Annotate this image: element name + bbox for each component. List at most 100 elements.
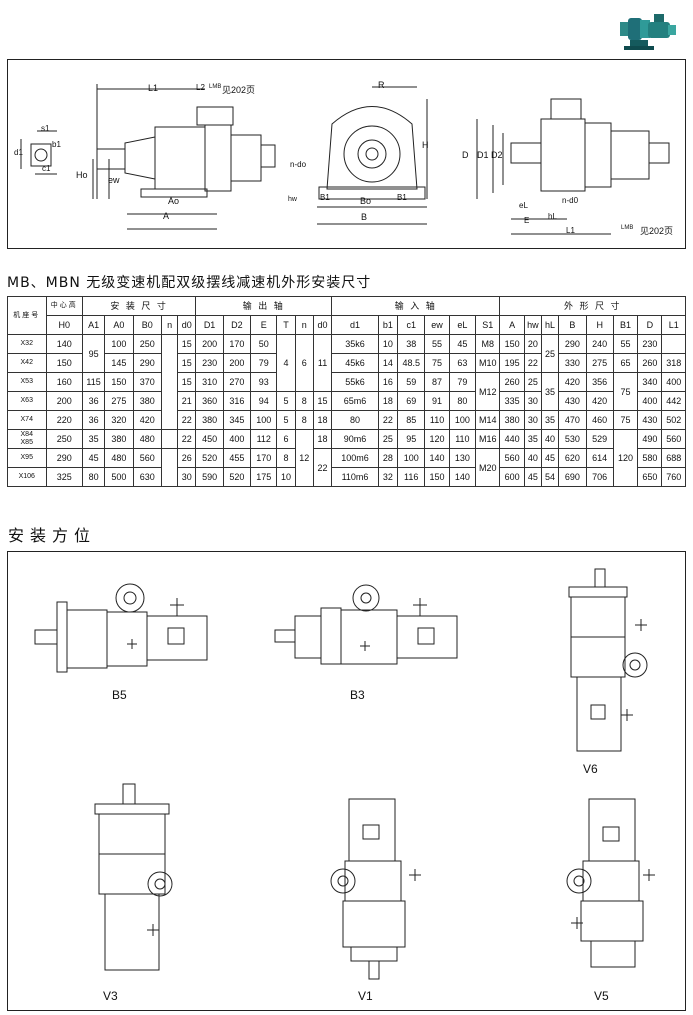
label-h0: Ho (76, 170, 88, 180)
table-row: X74 220 36 320 420 22 380 345 100 5 8 18… (7, 410, 686, 430)
cell: 330 (558, 353, 587, 373)
cell: 590 (195, 467, 224, 487)
cell: 50 (250, 334, 278, 354)
position-label-v3: V3 (103, 989, 118, 1003)
cell: 340 (637, 372, 663, 392)
col-d0: d0 (177, 315, 197, 335)
cell: 25 (540, 334, 560, 373)
cell: 100 (397, 448, 426, 468)
mounting-positions-frame (7, 551, 686, 1011)
dimension-drawings (20, 84, 670, 235)
cell: 35 (81, 429, 106, 449)
cell: 170 (222, 334, 252, 354)
cell: 11 (312, 334, 333, 392)
cell: M16 (475, 429, 501, 449)
cell: 230 (195, 353, 224, 373)
col-b0: B0 (132, 315, 162, 335)
col-h: H (585, 315, 614, 335)
cell: 260 (637, 353, 663, 373)
cell: 560 (499, 448, 525, 468)
col-b1: b1 (377, 315, 399, 335)
cell: 530 (558, 429, 587, 449)
cell: 400 (661, 372, 686, 392)
cell: 35k6 (331, 334, 379, 354)
cell: 55k6 (331, 372, 379, 392)
cell: 275 (585, 353, 614, 373)
label-b0: Bo (360, 196, 372, 206)
cell: 260 (499, 372, 525, 392)
cell: 10 (276, 467, 296, 487)
cell: 614 (585, 448, 614, 468)
col-t: T (276, 315, 296, 335)
cell: 35 (523, 429, 542, 449)
cell: 18 (377, 391, 399, 411)
cell: 10 (377, 334, 399, 354)
cell: 40 (540, 429, 560, 449)
cell: 55 (424, 334, 450, 354)
header-center-height: 中心高 (45, 296, 83, 316)
cell: 45 (540, 448, 560, 468)
cell: 400 (637, 391, 663, 411)
cell: 690 (558, 467, 587, 487)
table-row: X84 X85 250 35 380 480 22 450 400 112 6 … (7, 429, 686, 487)
cell: 18 (312, 429, 333, 449)
label-n-d0: n-d0 (562, 196, 579, 205)
cell (160, 334, 179, 430)
cell: 36 (81, 391, 106, 411)
cell: 45 (81, 448, 106, 468)
cell: 94 (250, 391, 278, 411)
cell: 420 (132, 410, 162, 430)
cell (160, 429, 179, 449)
cell: 345 (222, 410, 252, 430)
cell: 110 (448, 429, 477, 449)
col-ew: ew (424, 315, 450, 335)
cell: 40 (523, 448, 542, 468)
gearbox-b3-drawing (274, 584, 458, 665)
cell: 170 (250, 448, 278, 468)
table-row: X95 290 45 480 560 26 520 455 170 8 22 1… (7, 448, 686, 487)
cell: M12 (475, 372, 501, 411)
cell: 529 (585, 429, 614, 449)
cell: 6 (294, 334, 314, 392)
gearbox-v5-drawing (566, 798, 655, 968)
cell: 22 (177, 429, 197, 449)
cell: 290 (45, 448, 83, 468)
cell: 380 (499, 410, 525, 430)
cell: 430 (558, 391, 587, 411)
cell: 75 (612, 410, 639, 430)
product-photo-icon (620, 14, 676, 50)
col-a0: A0 (104, 315, 134, 335)
cell: 65m6 (331, 391, 379, 411)
cell: 335 (499, 391, 525, 411)
col-d1: D1 (195, 315, 224, 335)
col-a: A (499, 315, 525, 335)
label-el: eL (519, 201, 528, 210)
dimension-drawing-frame (7, 59, 686, 249)
cell: 290 (558, 334, 587, 354)
cell: 95 (81, 334, 106, 373)
cell: 160 (45, 372, 83, 392)
cell: 30 (523, 391, 542, 411)
cell: 310 (195, 372, 224, 392)
cell: 250 (132, 334, 162, 354)
cell: 600 (499, 467, 525, 487)
cell: 480 (104, 448, 134, 468)
cell: 650 (637, 467, 663, 487)
cell: 45k6 (331, 353, 379, 373)
cell: 5 (276, 410, 296, 430)
cell: 150 (424, 467, 450, 487)
cell: 15 (312, 391, 333, 411)
label-lmb: LMB (209, 84, 222, 90)
cell: 360 (195, 391, 224, 411)
header-install: 安 装 尺 寸 (81, 296, 197, 316)
position-label-v5: V5 (594, 989, 609, 1003)
cell: 480 (132, 429, 162, 449)
cell: 100 (250, 410, 278, 430)
cell: 120 (612, 429, 639, 487)
cell: 91 (424, 391, 450, 411)
cell: 420 (585, 391, 614, 411)
label-lmb-right: LMB (621, 225, 634, 231)
label-b: B (361, 212, 368, 222)
col-el: eL (448, 315, 477, 335)
label-b1-left: B1 (320, 193, 330, 202)
